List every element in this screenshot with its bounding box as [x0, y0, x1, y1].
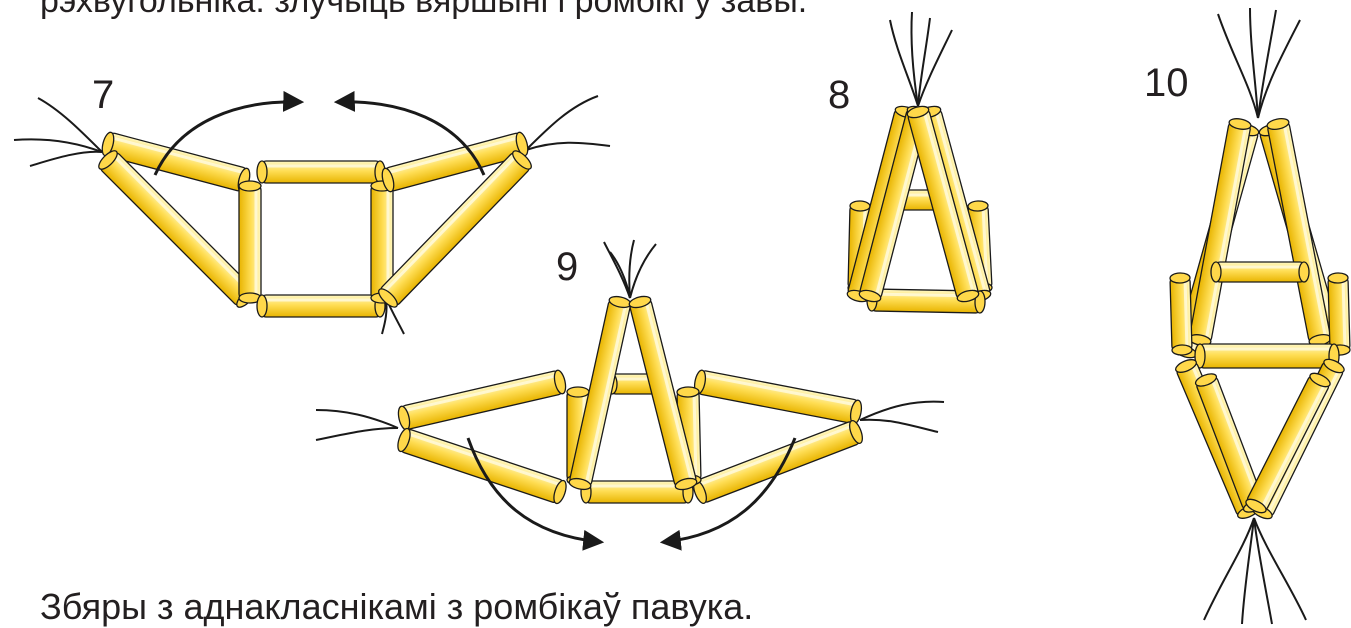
- bead-tube: [257, 295, 385, 317]
- figure-10-label: 10: [1144, 61, 1189, 105]
- figure-10-tubes: [1170, 117, 1350, 521]
- figure-7-tubes: [96, 131, 534, 317]
- figure-8: 8: [828, 12, 992, 313]
- bead-tube: [396, 369, 567, 431]
- bead-tube: [691, 419, 865, 505]
- bead-tube: [1188, 117, 1251, 347]
- bead-tube: [1170, 273, 1192, 356]
- figure-8-tubes: [846, 104, 992, 313]
- figure-9-label: 9: [556, 245, 578, 289]
- bead-tube: [395, 427, 568, 505]
- figure-10: 10: [1144, 8, 1350, 624]
- bead-tube: [1266, 117, 1332, 347]
- bead-tube: [257, 161, 385, 183]
- bead-tube: [1244, 371, 1332, 516]
- figure-7: 7: [14, 73, 610, 334]
- bead-tube: [1195, 344, 1339, 368]
- caption: Збяры з аднакласнікамі з ромбікаў павука…: [40, 586, 753, 628]
- figure-10-threads: [1204, 8, 1306, 624]
- figure-7-label: 7: [92, 73, 114, 117]
- bead-tube: [1328, 273, 1350, 356]
- figure-8-threads: [890, 12, 952, 106]
- bead-tube: [239, 181, 261, 303]
- figure-8-label: 8: [828, 73, 850, 117]
- figure-9-tubes: [395, 294, 865, 505]
- bead-tube: [693, 369, 863, 424]
- bead-tube: [1211, 262, 1309, 282]
